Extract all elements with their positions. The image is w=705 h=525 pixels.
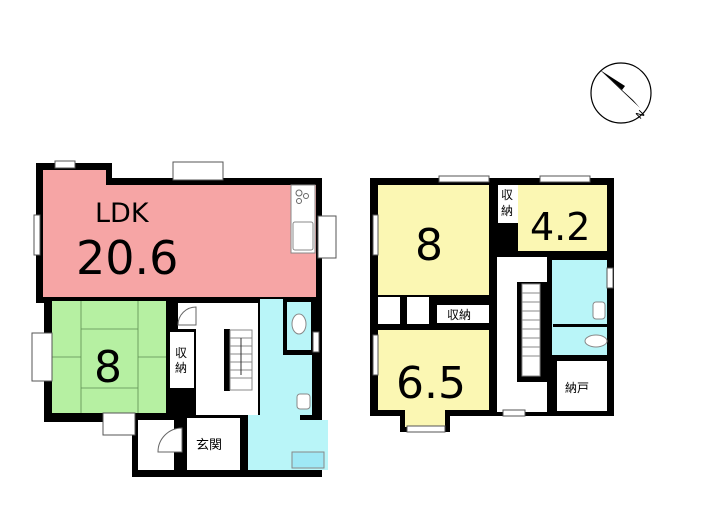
wall — [224, 329, 230, 391]
bedroom-4-2 — [518, 185, 607, 251]
bay-window — [317, 215, 337, 259]
stair-treads — [522, 292, 540, 357]
toilet-icon — [291, 313, 307, 335]
floor-1: LDK 20.6 8 収 納 — [31, 160, 337, 477]
window — [372, 334, 379, 376]
bedroom-6-5 — [378, 330, 489, 410]
bedroom-4-2-size: 4.2 — [530, 205, 590, 249]
bay-window — [102, 412, 136, 436]
tatami-lines — [52, 301, 166, 413]
bedroom-6-5-size: 6.5 — [396, 358, 466, 409]
entrance-label: 玄関 — [196, 438, 222, 453]
compass-needle-icon — [600, 70, 640, 108]
entrance — [187, 418, 240, 470]
wash-basin-icon — [592, 301, 606, 320]
stove-burner-icon — [303, 193, 309, 199]
wash-basin-icon — [296, 393, 311, 410]
bedroom-8-size: 8 — [415, 220, 443, 271]
window — [406, 425, 446, 433]
window — [438, 175, 490, 183]
window — [539, 175, 591, 183]
window — [312, 331, 320, 353]
ldk-label: LDK — [95, 198, 150, 229]
bedroom-8 — [378, 185, 489, 295]
closet-2f-b — [437, 305, 489, 323]
compass-ring — [590, 62, 652, 124]
bay-window — [31, 332, 53, 382]
stove-burner-icon — [296, 198, 302, 204]
wall — [553, 324, 607, 327]
stairs-2f — [521, 283, 541, 377]
window — [33, 214, 41, 256]
door — [177, 306, 197, 326]
closet-label-2: 納 — [175, 361, 187, 375]
closet-2f-a — [498, 185, 518, 223]
closet — [378, 297, 400, 324]
closet-label-1: 収 — [175, 346, 187, 360]
ldk-room — [43, 170, 316, 297]
compass: N — [590, 62, 652, 124]
sink-icon — [292, 221, 314, 251]
closet-1f — [170, 332, 194, 388]
bay-window — [172, 161, 224, 181]
storage-label: 納戸 — [565, 381, 589, 395]
compass-needle-icon — [600, 70, 625, 90]
closet-2f-a-label-1: 収 — [501, 188, 513, 202]
ldk-size: 20.6 — [76, 231, 178, 285]
storage-room — [557, 361, 607, 411]
closet-2f-a-label-2: 納 — [501, 204, 513, 218]
closet-2f-b-label: 収納 — [447, 308, 471, 322]
floor-2: 8 4.2 6.5 収 納 収納 納戸 — [370, 175, 614, 433]
stove-burner-icon — [295, 189, 303, 197]
closet — [407, 297, 429, 324]
window — [606, 267, 614, 289]
window — [54, 160, 76, 169]
entrance-door[interactable] — [157, 427, 183, 453]
bay-area — [405, 405, 445, 427]
window — [372, 214, 379, 256]
bathtub-icon — [291, 451, 325, 469]
toilet-icon — [584, 334, 608, 348]
washitsu-size: 8 — [94, 342, 122, 393]
window — [502, 409, 526, 417]
